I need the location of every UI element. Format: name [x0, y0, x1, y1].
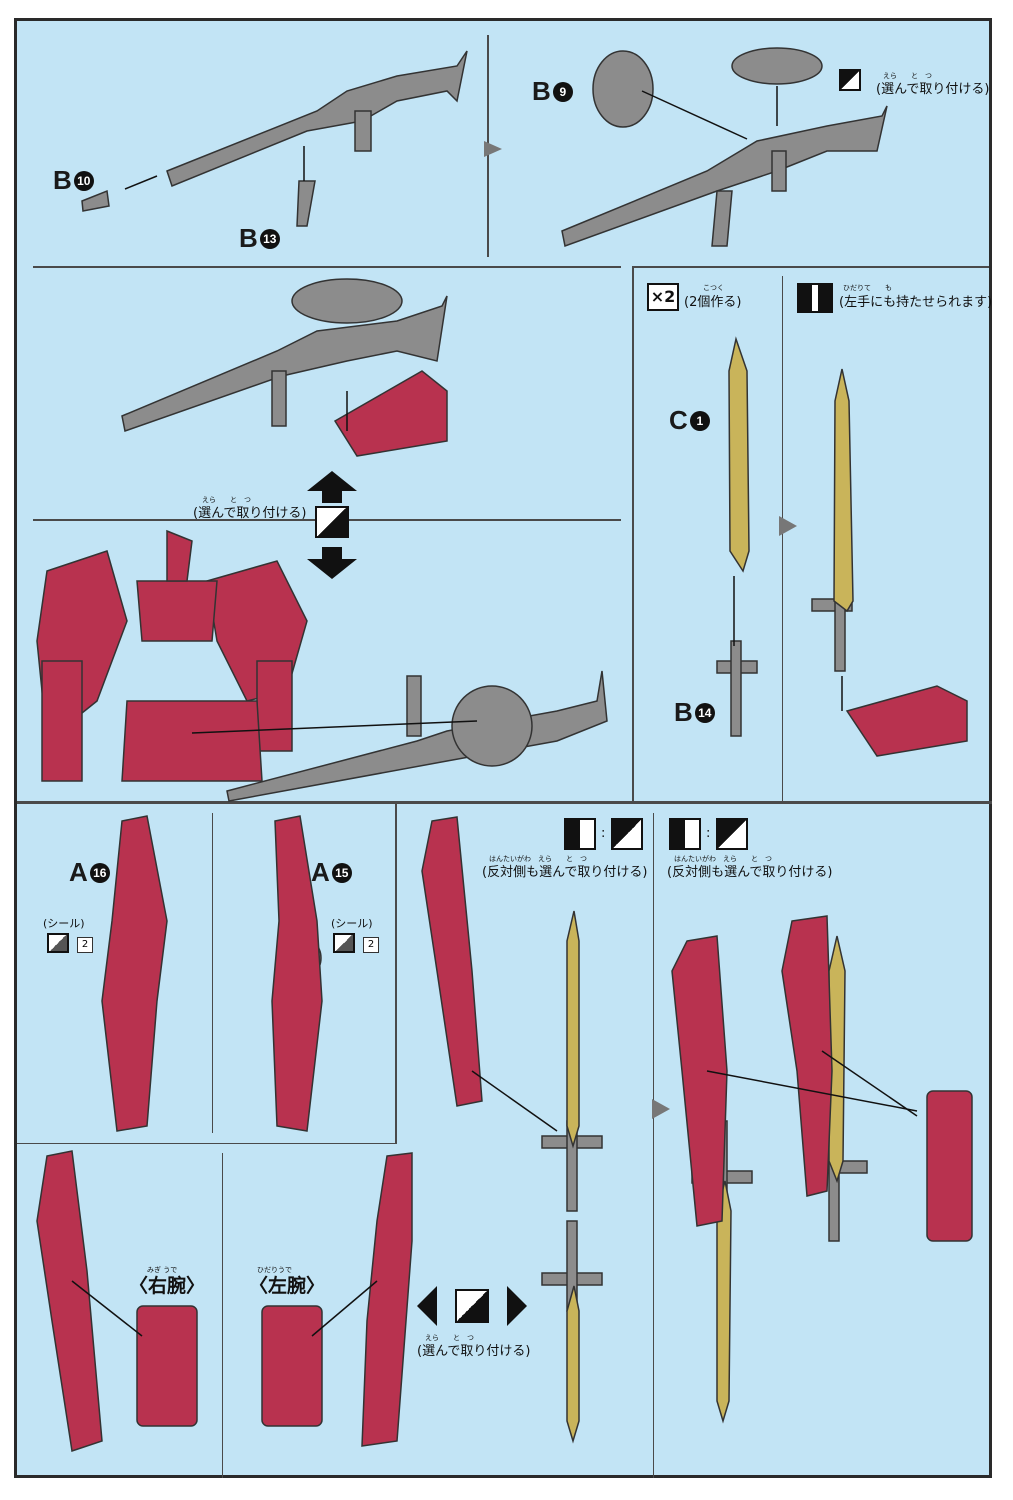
- part-number: 15: [331, 862, 352, 883]
- ruby: みぎ うで: [147, 1266, 178, 1274]
- divider: [653, 813, 654, 1478]
- ruby: えら と つ: [202, 496, 251, 504]
- divider: [17, 801, 992, 804]
- choose-attach-note: (選んで取り付ける): [876, 82, 990, 97]
- colon: :: [601, 826, 606, 841]
- part-letter: B: [532, 76, 551, 106]
- opposite-side-icon: [669, 818, 701, 850]
- choose-icon: [315, 506, 349, 538]
- part-letter: B: [674, 697, 693, 727]
- divider: [212, 813, 213, 1133]
- left-arm-label: 〈左腕〉: [249, 1275, 326, 1297]
- divider: [33, 266, 621, 268]
- seal-count: 2: [363, 937, 379, 953]
- colon: :: [706, 826, 711, 841]
- ruby: ひだりて も: [843, 284, 892, 292]
- part-number: 9: [552, 81, 573, 102]
- part-letter: A: [69, 857, 88, 887]
- divider: [632, 266, 989, 268]
- seal-icon: [333, 933, 355, 953]
- ruby: こつく: [703, 284, 724, 292]
- divider: [222, 1153, 223, 1478]
- divider: [632, 266, 634, 801]
- seal-icon: [47, 933, 69, 953]
- choose-attach-note: (選んで取り付ける): [417, 1344, 531, 1359]
- part-number: 14: [694, 702, 715, 723]
- part-letter: B: [239, 223, 258, 253]
- part-letter: B: [53, 165, 72, 195]
- left-hand-note: (左手にも持たせられます): [839, 295, 993, 310]
- choose-icon: [611, 818, 643, 850]
- part-number: 13: [259, 228, 280, 249]
- choose-icon: [455, 1289, 489, 1323]
- part-number: 1: [689, 410, 710, 431]
- right-arm-label: 〈右腕〉: [129, 1275, 206, 1297]
- ruby: ひだりうで: [257, 1266, 292, 1274]
- make-two-note: (2個作る): [684, 295, 742, 310]
- part-letter: A: [311, 857, 330, 887]
- divider: [782, 276, 783, 801]
- ruby: えら と つ: [883, 72, 932, 80]
- ruby: はんたいがわ えら と つ: [674, 855, 772, 863]
- parts-illustration: [36, 47, 973, 1452]
- make-two-icon: ×2: [647, 283, 679, 311]
- choose-icon: [716, 818, 748, 850]
- opposite-side-note: (反対側も選んで取り付ける): [667, 865, 833, 880]
- choose-icon: [839, 69, 861, 91]
- divider: [395, 803, 397, 1143]
- choose-attach-note: (選んで取り付ける): [193, 506, 307, 521]
- ruby: えら と つ: [425, 1334, 474, 1342]
- opposite-side-note: (反対側も選んで取り付ける): [482, 865, 648, 880]
- seal-count: 2: [77, 937, 93, 953]
- ruby: はんたいがわ えら と つ: [489, 855, 587, 863]
- part-number: 16: [89, 862, 110, 883]
- opposite-side-icon: [564, 818, 596, 850]
- seal-note: (シール): [331, 917, 373, 930]
- part-letter: C: [669, 405, 688, 435]
- left-hand-icon: [797, 283, 833, 313]
- seal-note: (シール): [43, 917, 85, 930]
- divider: [17, 1143, 397, 1144]
- part-number: 10: [73, 170, 94, 191]
